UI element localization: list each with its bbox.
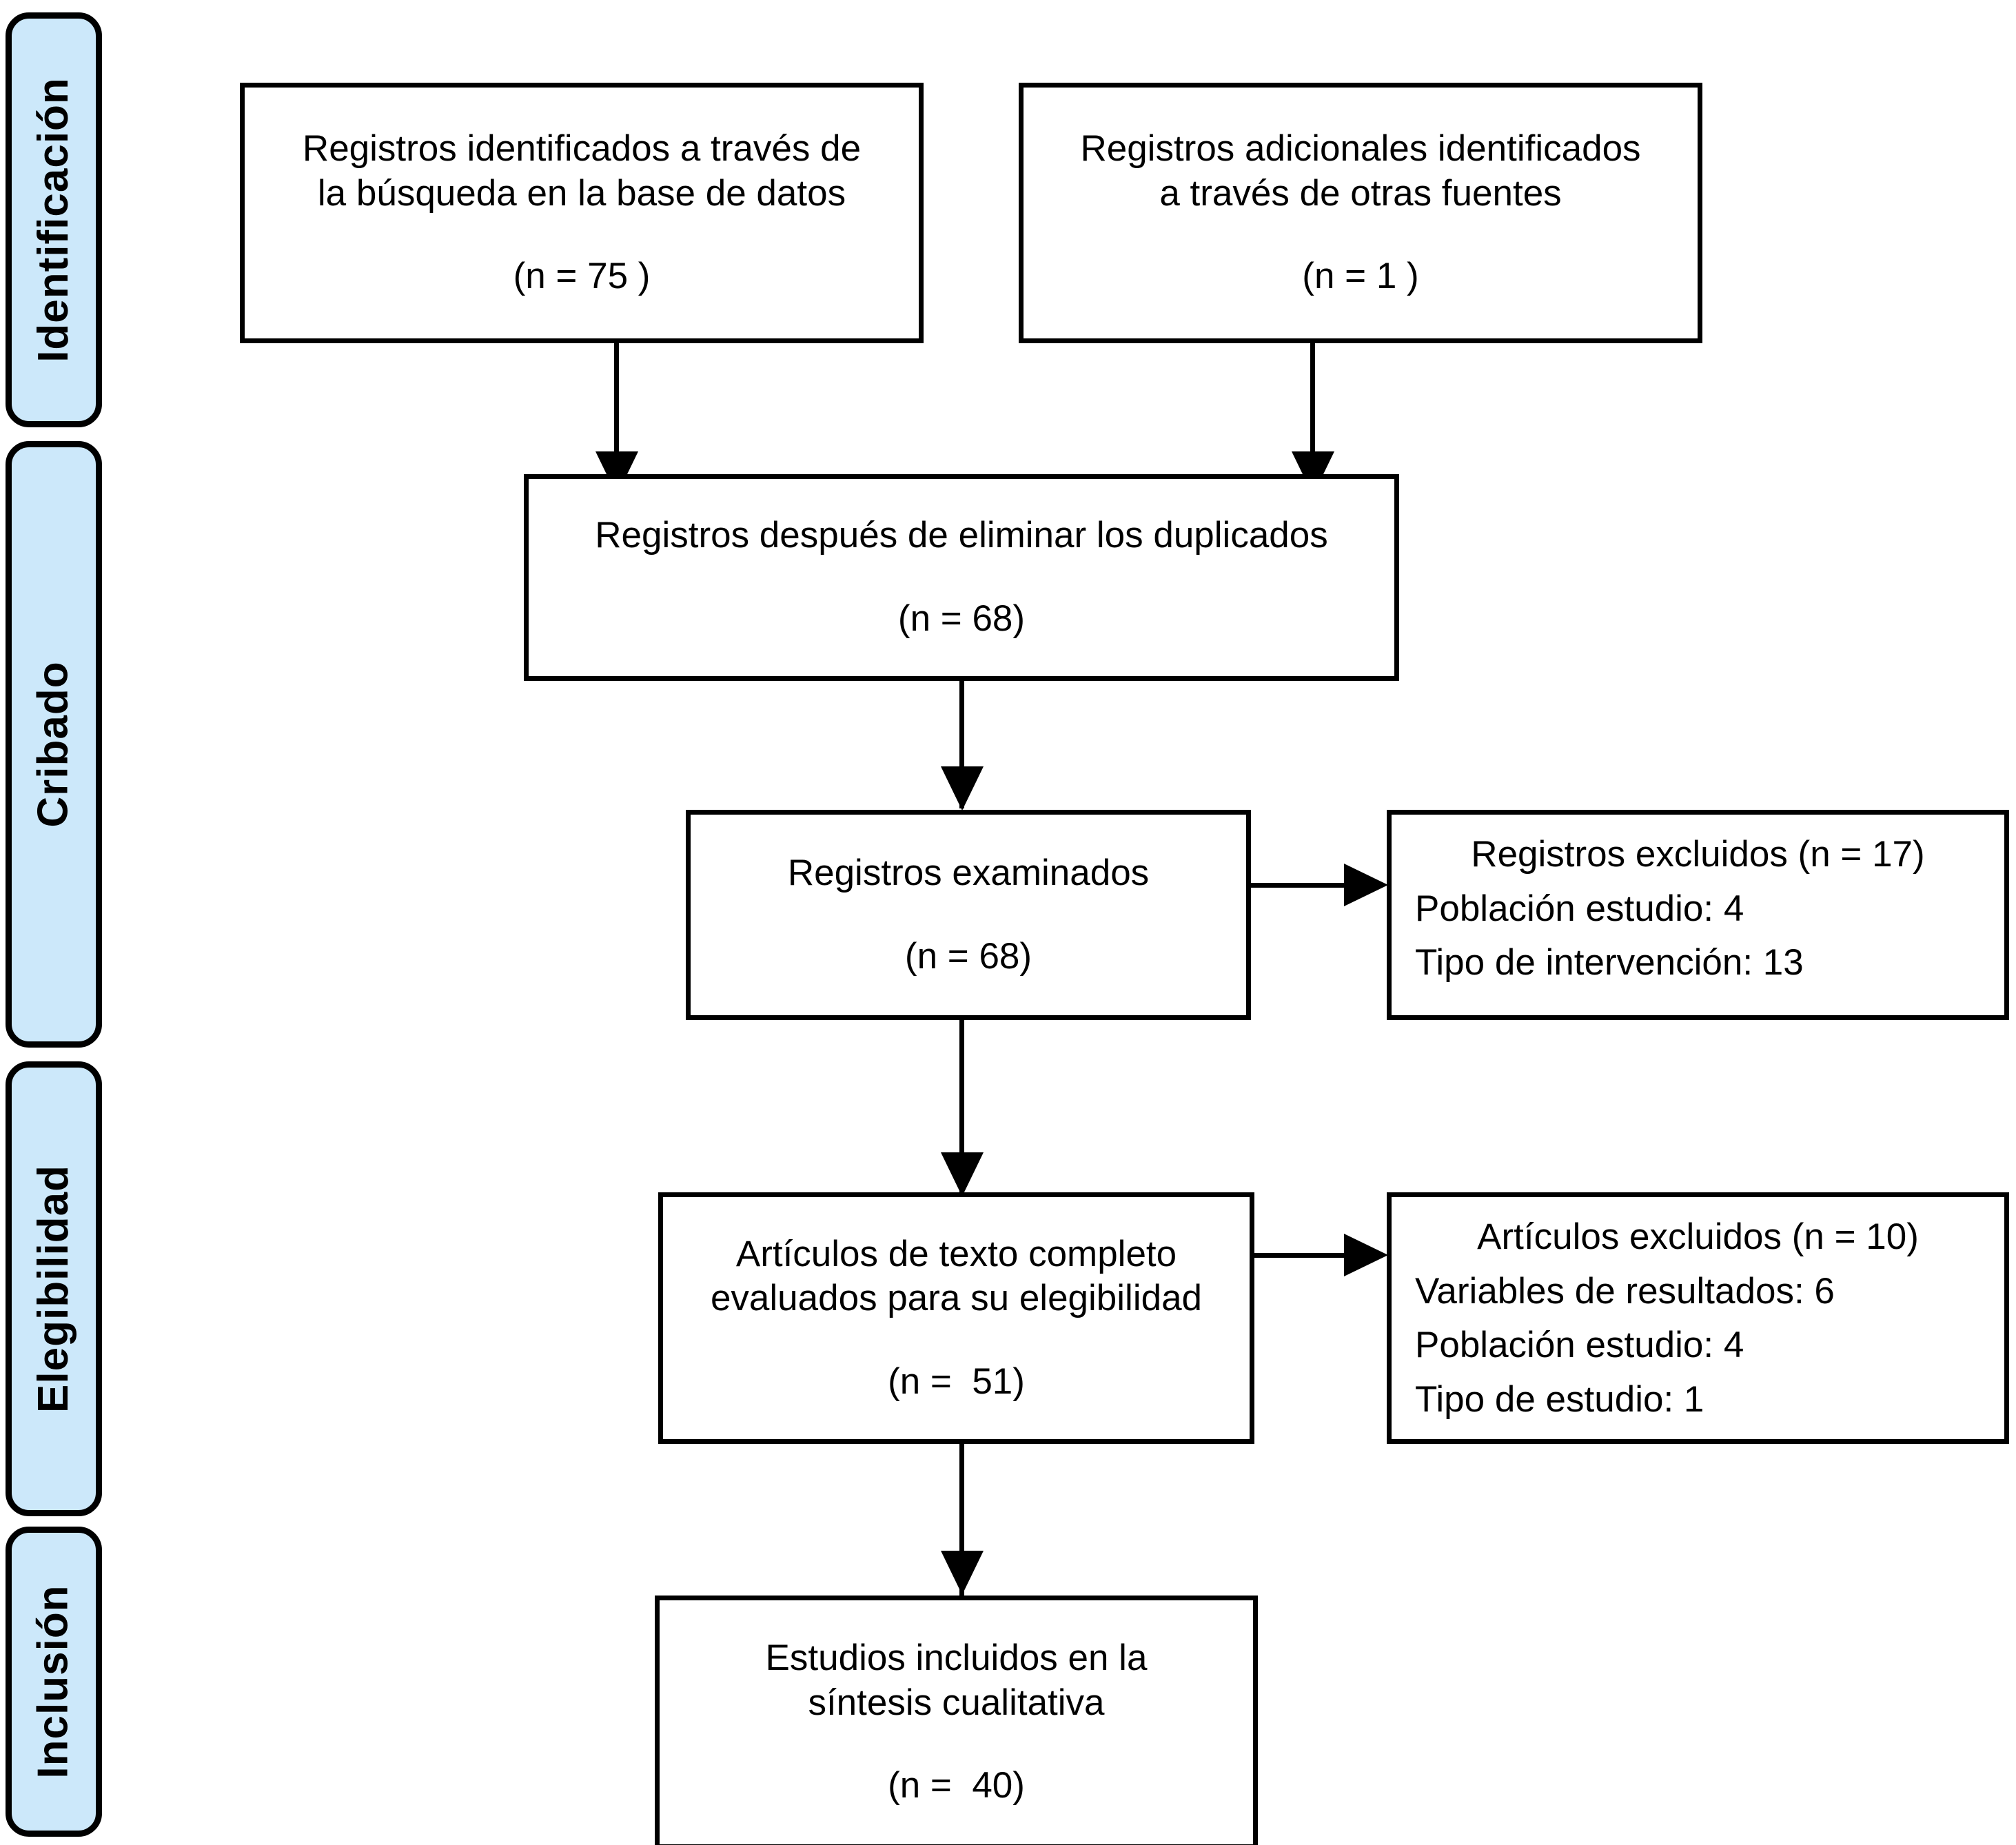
arrowhead-screened-to-fulltext bbox=[941, 1152, 984, 1196]
box-after-duplicates: Registros después de eliminar los duplic… bbox=[524, 474, 1399, 681]
connector-screened-to-excluded bbox=[1251, 883, 1372, 888]
connector-fulltext-to-included bbox=[959, 1444, 964, 1599]
box-database-records: Registros identificados a través de la b… bbox=[240, 83, 924, 343]
box-database-records-line2: la búsqueda en la base de datos bbox=[317, 172, 846, 214]
box-fulltext-assessed-line2: evaluados para su elegibilidad bbox=[710, 1278, 1203, 1319]
box-fulltext-assessed-line1: Artículos de texto completo bbox=[735, 1233, 1177, 1274]
connector-other-sources-to-duplicates bbox=[1310, 343, 1315, 460]
stage-label-inclusion: Inclusión bbox=[30, 1584, 78, 1779]
box-excluded-articles-reason1: Variables de resultados: 6 bbox=[1415, 1270, 1835, 1312]
box-screened-records-line1: Registros examinados bbox=[787, 852, 1150, 893]
box-other-sources-records-line1: Registros adicionales identificados bbox=[1080, 128, 1641, 170]
stage-label-elegibilidad: Elegibilidad bbox=[30, 1165, 77, 1413]
box-excluded-records-head: Registros excluidos (n = 17) bbox=[1471, 834, 1925, 875]
box-excluded-articles: Artículos excluidos (n = 10) Variables d… bbox=[1387, 1192, 2009, 1444]
box-excluded-records-reason2: Tipo de intervención: 13 bbox=[1415, 942, 1804, 983]
box-database-records-line1: Registros identificados a través de bbox=[302, 128, 862, 170]
stage-tab-cribado: Cribado bbox=[6, 441, 102, 1048]
connector-database-to-duplicates bbox=[614, 343, 619, 460]
box-other-sources-records: Registros adicionales identificados a tr… bbox=[1019, 83, 1702, 343]
box-fulltext-assessed-count: (n = 51) bbox=[888, 1360, 1025, 1402]
box-fulltext-assessed: Artículos de texto completo evaluados pa… bbox=[658, 1192, 1254, 1444]
box-database-records-count: (n = 75 ) bbox=[513, 256, 651, 297]
box-screened-records-count: (n = 68) bbox=[904, 935, 1032, 977]
stage-tab-inclusion: Inclusión bbox=[6, 1527, 102, 1837]
arrowhead-duplicates-to-screened bbox=[941, 766, 984, 811]
box-excluded-articles-head: Artículos excluidos (n = 10) bbox=[1477, 1216, 1919, 1257]
box-included-studies: Estudios incluidos en la síntesis cualit… bbox=[655, 1596, 1258, 1845]
box-excluded-articles-reason2: Población estudio: 4 bbox=[1415, 1325, 1744, 1366]
connector-duplicates-to-screened bbox=[959, 681, 964, 808]
box-included-studies-count: (n = 40) bbox=[888, 1765, 1025, 1806]
arrowhead-fulltext-to-included bbox=[941, 1551, 984, 1595]
connector-screened-to-fulltext bbox=[959, 1020, 964, 1196]
stage-label-cribado: Cribado bbox=[30, 661, 78, 828]
box-included-studies-line1: Estudios incluidos en la bbox=[765, 1638, 1148, 1679]
stage-tab-identificacion: Identificación bbox=[6, 12, 102, 427]
box-excluded-records-reason1: Población estudio: 4 bbox=[1415, 888, 1744, 929]
box-screened-records: Registros examinados (n = 68) bbox=[686, 810, 1251, 1020]
box-excluded-articles-reason3: Tipo de estudio: 1 bbox=[1415, 1378, 1704, 1420]
box-other-sources-records-line2: a través de otras fuentes bbox=[1159, 172, 1562, 214]
box-excluded-records: Registros excluidos (n = 17) Población e… bbox=[1387, 810, 2009, 1020]
box-included-studies-line2: síntesis cualitativa bbox=[808, 1682, 1105, 1723]
arrowhead-screened-to-excluded bbox=[1344, 864, 1388, 906]
arrowhead-fulltext-to-excluded bbox=[1344, 1234, 1388, 1276]
stage-label-identificacion: Identificación bbox=[30, 77, 78, 363]
box-after-duplicates-line1: Registros después de eliminar los duplic… bbox=[595, 515, 1328, 556]
box-after-duplicates-count: (n = 68) bbox=[897, 598, 1026, 639]
stage-tab-elegibilidad: Elegibilidad bbox=[6, 1061, 102, 1516]
connector-fulltext-to-excluded bbox=[1254, 1253, 1372, 1258]
box-other-sources-records-count: (n = 1 ) bbox=[1302, 256, 1419, 297]
